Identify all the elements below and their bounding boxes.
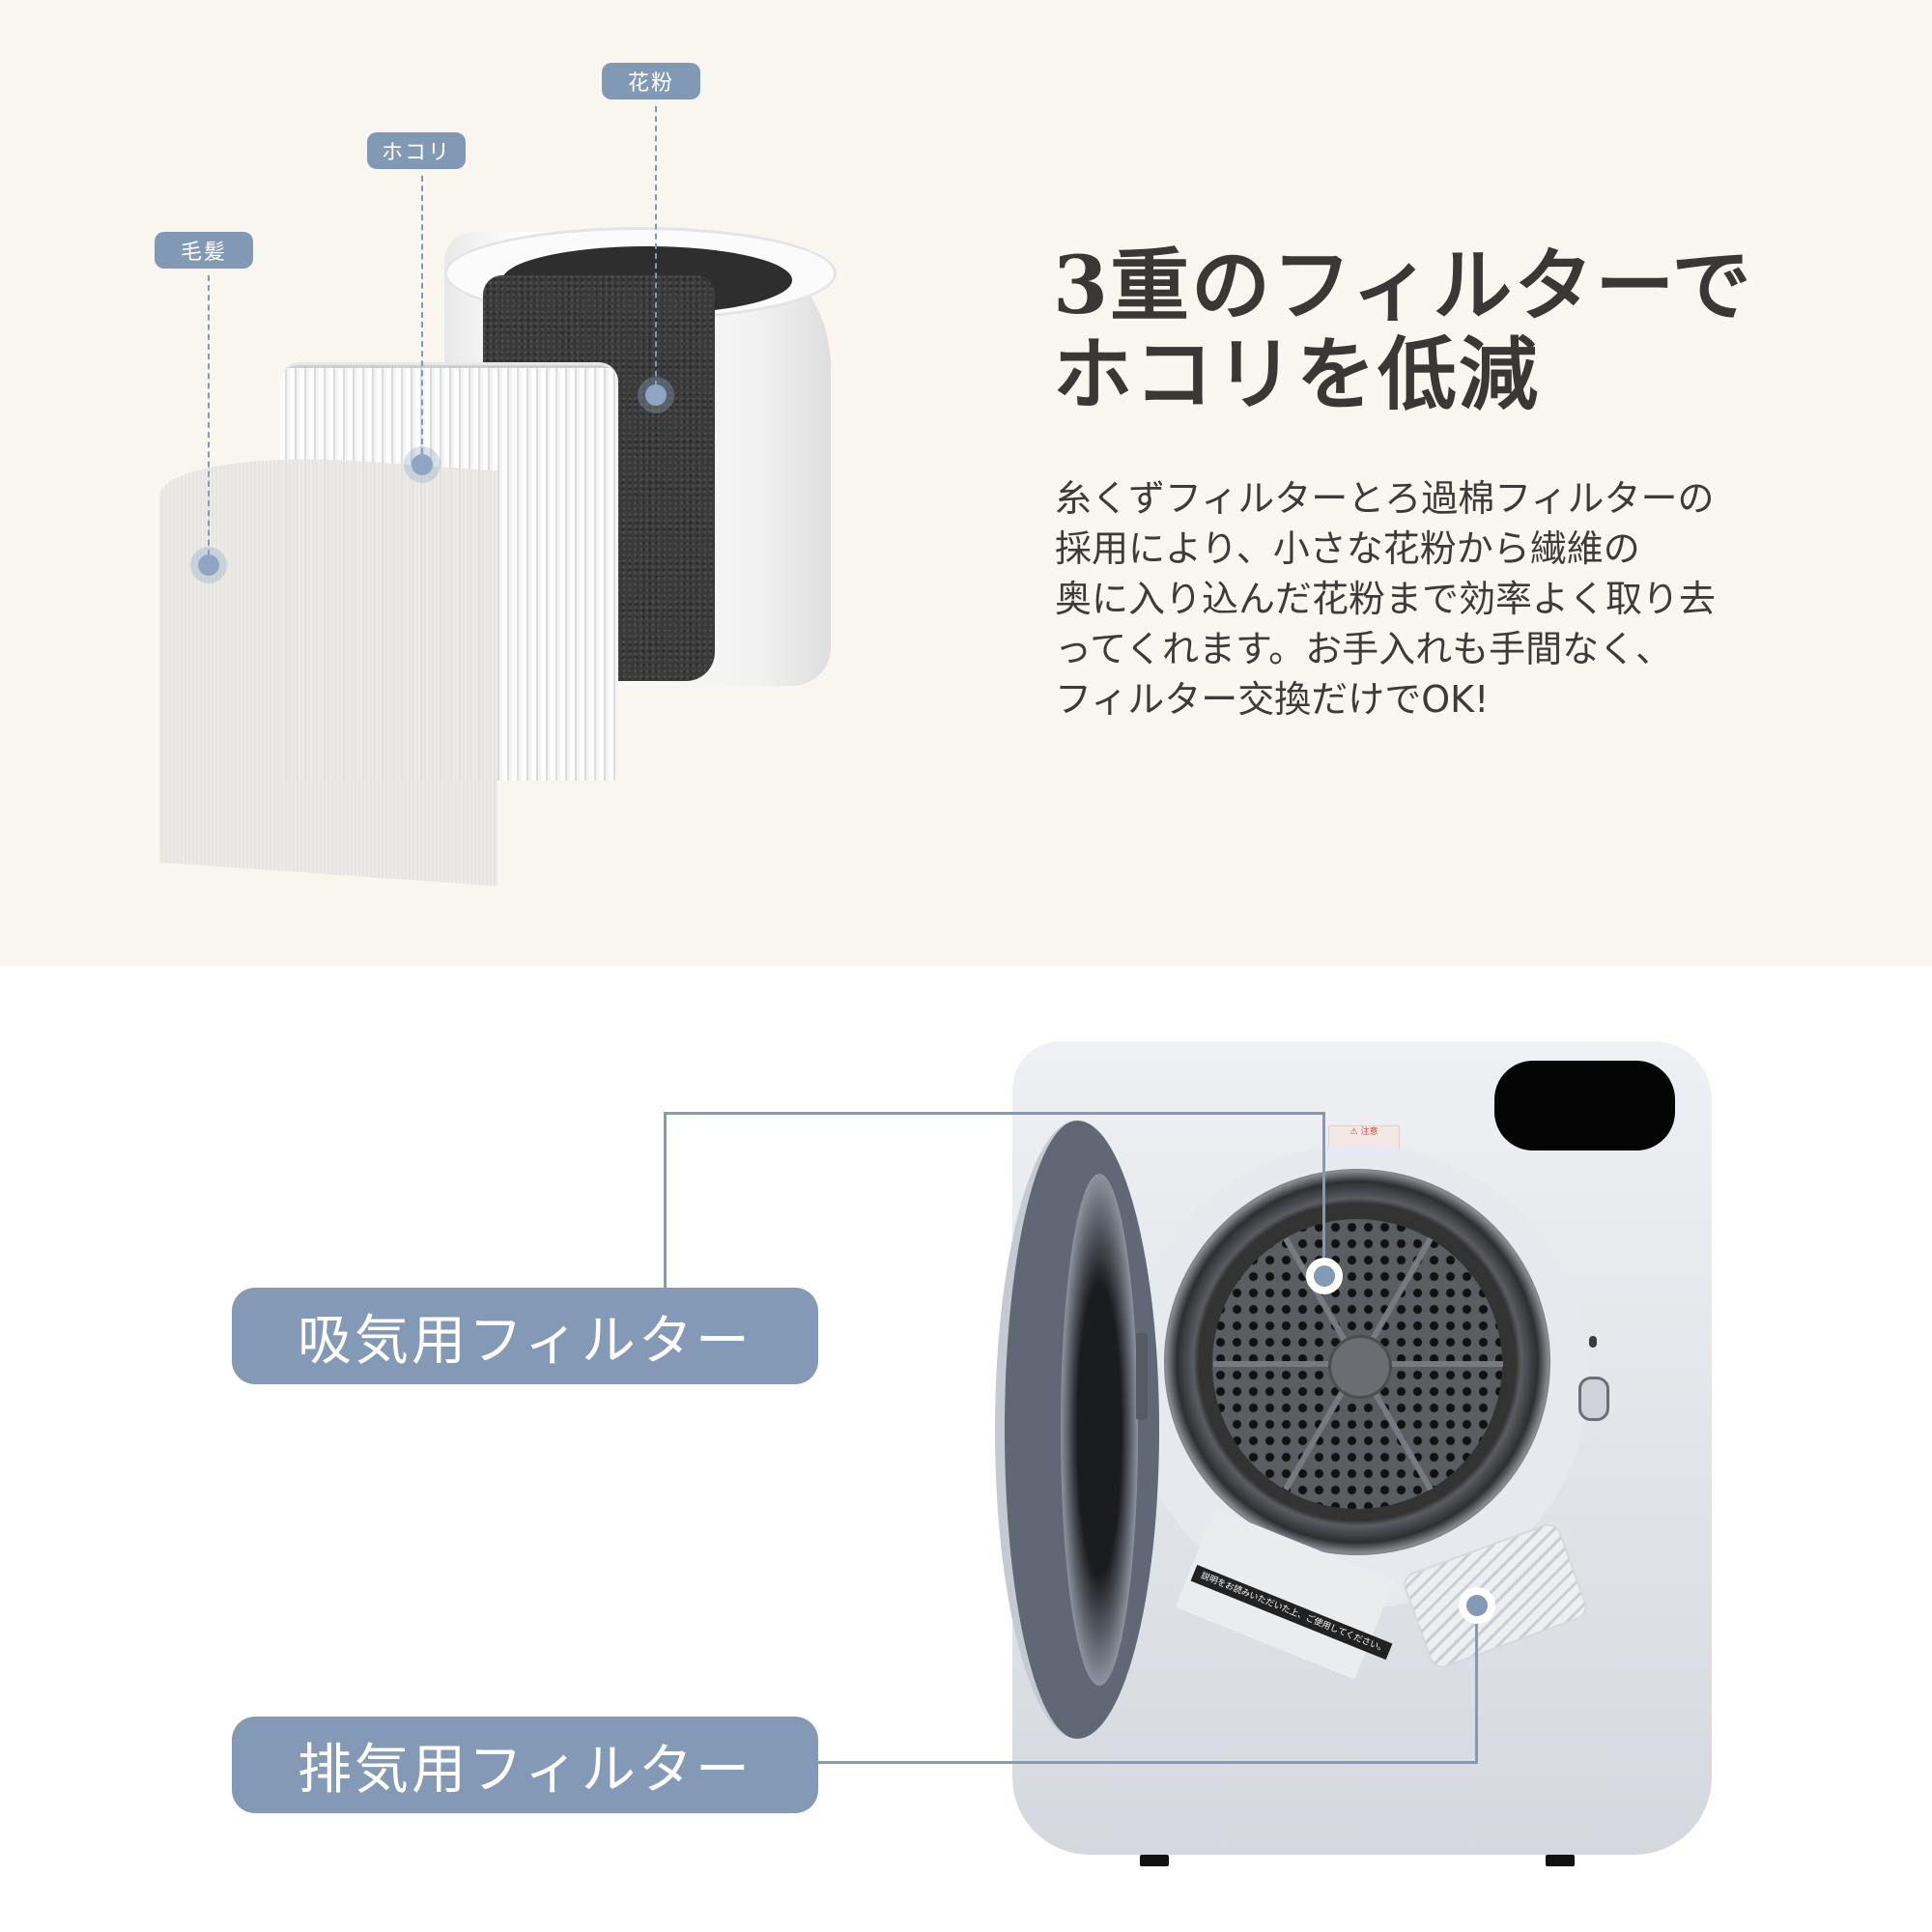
tag-pollen-label: 花粉 xyxy=(627,71,674,96)
exhaust-filter-label-text: 排気用フィルター xyxy=(298,1738,753,1802)
three-layer-filter-illustration xyxy=(155,227,840,894)
intake-filter-label-text: 吸気用フィルター xyxy=(298,1309,753,1373)
dryer-foot xyxy=(1140,1855,1169,1866)
indicator-led xyxy=(1589,1336,1597,1348)
pin-dust xyxy=(412,454,433,475)
dryer-display-panel xyxy=(1494,1061,1675,1151)
door-release-button xyxy=(1578,1377,1609,1421)
exhaust-connector-vertical xyxy=(1475,1611,1478,1764)
description-line: 糸くずフィルターとろ過棉フィルターの xyxy=(1055,477,1715,520)
pin-pollen xyxy=(645,384,667,406)
warning-label-text: 注意 xyxy=(1360,1127,1378,1137)
warning-triangle-icon: ⚠ xyxy=(1350,1127,1358,1137)
intake-filter-marker xyxy=(1306,1258,1343,1294)
exhaust-filter-label: 排気用フィルター xyxy=(232,1717,818,1813)
tag-dust-label: ホコリ xyxy=(381,141,451,165)
description-line: フィルター交換だけでOK! xyxy=(1055,678,1490,721)
exhaust-connector-horizontal xyxy=(818,1761,1477,1764)
description-line: ってくれます。お手入れも手間なく、 xyxy=(1055,628,1673,670)
description-line: 奥に入り込んだ花粉まで効率よく取り去 xyxy=(1055,578,1717,620)
tag-hair: 毛髪 xyxy=(155,232,253,269)
description-text: 糸くずフィルターとろ過棉フィルターの 採用により、小さな花粉から繊維の 奥に入り… xyxy=(1055,473,1770,724)
intake-connector-horizontal xyxy=(664,1112,1325,1115)
intake-connector-drop xyxy=(1322,1112,1325,1266)
pin-hair xyxy=(198,554,219,576)
leader-line-pollen xyxy=(655,106,657,396)
leader-line-hair xyxy=(208,275,210,565)
headline-line-1: 3重のフィルターで xyxy=(1053,240,1753,332)
page-title: 3重のフィルターで ホコリを低減 xyxy=(1053,242,1753,419)
tag-hair-label: 毛髪 xyxy=(180,241,227,265)
leader-line-dust xyxy=(421,176,423,464)
intake-filter-label: 吸気用フィルター xyxy=(232,1288,818,1384)
tag-pollen: 花粉 xyxy=(602,63,700,99)
exhaust-filter-marker xyxy=(1459,1587,1495,1624)
drum-hub xyxy=(1328,1335,1392,1399)
dryer-door-window xyxy=(1061,1174,1138,1686)
description-line: 採用により、小さな花粉から繊維の xyxy=(1055,527,1640,570)
tag-dust: ホコリ xyxy=(367,132,466,169)
door-latch xyxy=(1136,1333,1148,1420)
dryer-foot xyxy=(1546,1855,1575,1866)
intake-connector-vertical xyxy=(664,1113,667,1289)
headline-line-2: ホコリを低減 xyxy=(1053,328,1541,421)
mesh-filter-layer xyxy=(159,446,497,887)
